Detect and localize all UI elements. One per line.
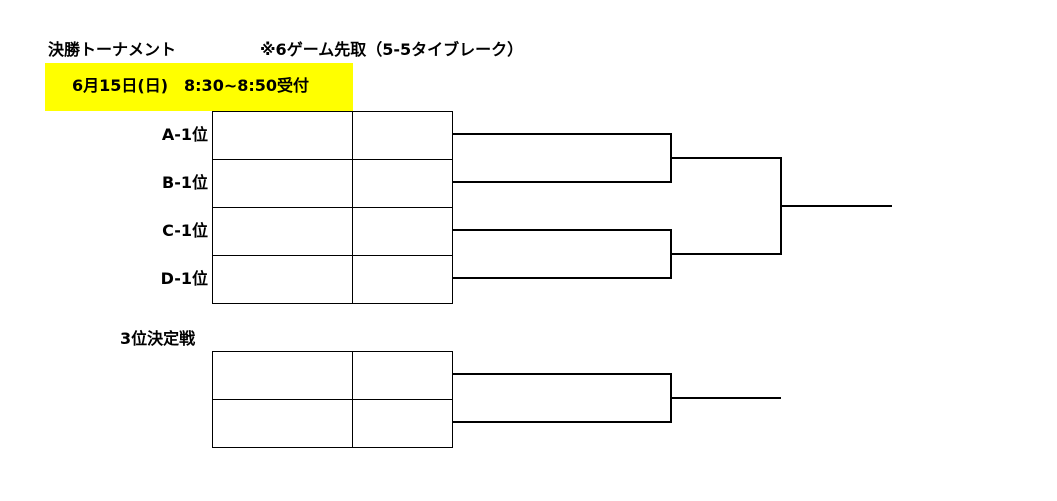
third-place-label: 3位決定戦	[120, 329, 196, 348]
table-row	[213, 400, 453, 448]
date-reception-text: 6月15日(日) 8:30~8:50受付	[72, 76, 310, 95]
team-name-cell[interactable]	[213, 400, 353, 447]
table-row	[213, 160, 453, 208]
score-cell[interactable]	[353, 160, 453, 207]
score-cell[interactable]	[353, 208, 453, 255]
date-highlight-box	[45, 63, 353, 111]
team-name-cell[interactable]	[213, 208, 353, 255]
tournament-title: 決勝トーナメント	[48, 40, 177, 59]
team-name-cell[interactable]	[213, 352, 353, 399]
seed-label-a1: A-1位	[161, 125, 208, 144]
game-rule-note: ※6ゲーム先取（5-5タイブレーク）	[260, 40, 524, 59]
score-cell[interactable]	[353, 352, 453, 399]
table-row	[213, 112, 453, 160]
table-row	[213, 208, 453, 256]
third-place-grid	[212, 351, 453, 448]
team-name-cell[interactable]	[213, 256, 353, 303]
seed-label-b1: B-1位	[162, 173, 208, 192]
table-row	[213, 352, 453, 400]
score-cell[interactable]	[353, 112, 453, 159]
team-name-cell[interactable]	[213, 112, 353, 159]
seed-label-d1: D-1位	[160, 269, 208, 288]
score-cell[interactable]	[353, 400, 453, 447]
table-row	[213, 256, 453, 304]
score-cell[interactable]	[353, 256, 453, 303]
team-name-cell[interactable]	[213, 160, 353, 207]
final-bracket-grid	[212, 111, 453, 304]
seed-label-c1: C-1位	[162, 221, 208, 240]
